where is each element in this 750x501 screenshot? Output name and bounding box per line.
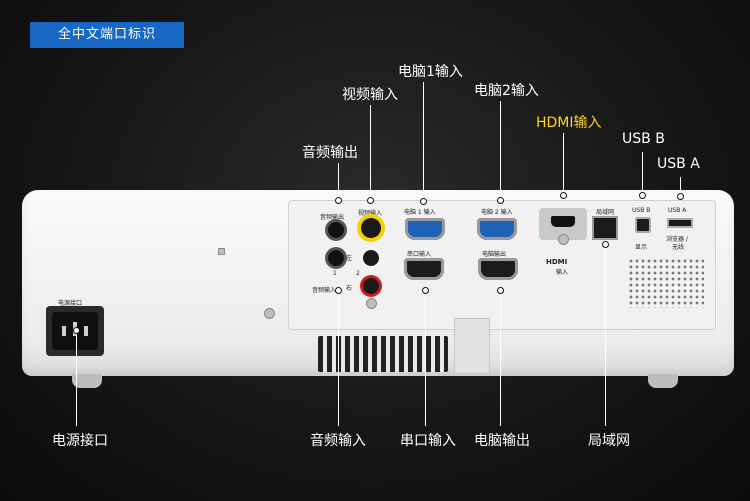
leader-usb-b — [642, 152, 643, 195]
header-badge: 全中文端口标识 — [30, 22, 184, 48]
panel-label-1: 1 — [333, 270, 337, 277]
usb-b-port[interactable] — [635, 217, 651, 233]
leader-hdmi-in — [563, 133, 564, 195]
leader-dot-computer-in-1 — [420, 198, 427, 205]
audio-in-jack-left[interactable] — [363, 250, 379, 266]
panel-label-wireless: 无线 — [672, 244, 685, 251]
callout-hdmi-in: HDMI输入 — [536, 115, 602, 131]
panel-label-usb-b: USB B — [632, 207, 651, 214]
panel-label-audio-out: 音频输出 — [320, 214, 345, 221]
monitor-out-port[interactable] — [478, 258, 518, 280]
leader-usb-a — [680, 177, 681, 196]
leader-dot-serial-in — [422, 287, 429, 294]
callout-serial-in: 串口输入 — [400, 433, 456, 449]
panel-label-computer1: 电脑 1 输入 — [404, 209, 436, 216]
panel-label-monitor-out: 电脑输出 — [482, 251, 507, 258]
panel-label-right: 右 — [346, 285, 353, 292]
side-vent — [628, 258, 704, 308]
callout-computer-out: 电脑输出 — [474, 433, 530, 449]
panel-label-left: 左 — [346, 255, 353, 262]
computer-in-1-port[interactable] — [405, 218, 445, 240]
panel-label-lan: 局域网 — [596, 209, 615, 216]
panel-label-usb-a: USB A — [668, 207, 687, 214]
callout-audio-out: 音频输出 — [302, 145, 358, 161]
panel-label-display: 显示 — [635, 244, 648, 251]
leader-dot-video-in — [367, 197, 374, 204]
front-foot-left — [72, 374, 102, 388]
callout-computer-in-1: 电脑1输入 — [398, 64, 463, 80]
lock-slot-icon — [218, 248, 225, 255]
panel-screw-icon — [366, 298, 377, 309]
callout-computer-in-2: 电脑2输入 — [474, 83, 539, 99]
leader-dot-usb-a — [677, 193, 684, 200]
panel-label-hdmi-in: 输入 — [556, 269, 569, 276]
front-foot-right — [648, 374, 678, 388]
leader-audio-out — [338, 163, 339, 201]
leader-computer-in-2 — [500, 101, 501, 201]
audio-in-jack-right[interactable] — [363, 278, 379, 294]
leader-audio-in — [338, 290, 339, 426]
panel-label-hdmi: HDMI — [546, 258, 568, 266]
callout-lan: 局域网 — [588, 433, 630, 449]
body-screw-icon — [264, 308, 275, 319]
video-in-jack[interactable] — [361, 218, 381, 238]
leader-serial-in — [425, 290, 426, 426]
leader-video-in — [370, 105, 371, 201]
callout-power: 电源接口 — [52, 433, 108, 449]
panel-label-computer2: 电脑 2 输入 — [481, 209, 513, 216]
leader-computer-out — [500, 290, 501, 426]
leader-dot-audio-in — [335, 287, 342, 294]
panel-label-serial: 串口输入 — [407, 251, 432, 258]
computer-in-2-port[interactable] — [477, 218, 517, 240]
leader-dot-lan — [602, 241, 609, 248]
callout-usb-a: USB A — [657, 156, 700, 172]
hdmi-screw-icon — [558, 234, 569, 245]
panel-label-video-in: 视频输入 — [358, 210, 383, 217]
bottom-vent — [318, 336, 448, 372]
audio-out-jack[interactable] — [328, 222, 344, 238]
leader-dot-power — [73, 327, 80, 334]
callout-video-in: 视频输入 — [342, 87, 398, 103]
leader-dot-computer-in-2 — [497, 197, 504, 204]
panel-label-browser: 浏览器 / — [666, 236, 688, 243]
panel-label-audio-in: 音频输入 — [312, 287, 337, 294]
leader-dot-audio-out — [335, 197, 342, 204]
audio-in-jack-1[interactable] — [328, 250, 344, 266]
callout-audio-in: 音频输入 — [310, 433, 366, 449]
hdmi-port[interactable] — [551, 216, 575, 227]
lens-housing — [454, 318, 490, 374]
callout-usb-b: USB B — [622, 131, 665, 147]
leader-power — [76, 330, 77, 426]
panel-label-2: 2 — [356, 270, 360, 277]
lan-port[interactable] — [592, 216, 618, 240]
leader-lan — [605, 244, 606, 426]
leader-dot-computer-out — [497, 287, 504, 294]
leader-computer-in-1 — [423, 82, 424, 202]
leader-dot-usb-b — [639, 192, 646, 199]
serial-port[interactable] — [404, 258, 444, 280]
panel-label-power: 电源接口 — [58, 300, 83, 307]
usb-a-port[interactable] — [667, 218, 693, 228]
leader-dot-hdmi-in — [560, 192, 567, 199]
